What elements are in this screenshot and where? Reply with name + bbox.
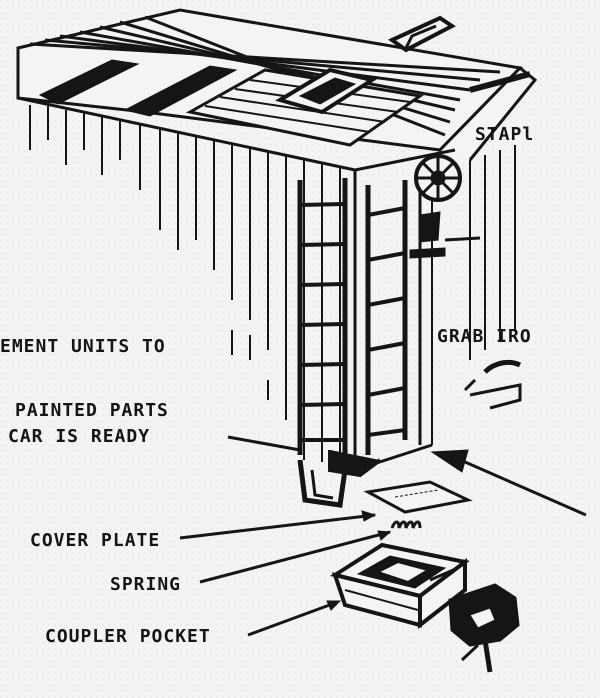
callout-labels: STAPl GRAB IRO EMENT UNITS TO PAINTED PA… <box>0 124 534 647</box>
leader-lines <box>179 435 587 662</box>
label-staple: STAPl <box>475 124 534 145</box>
spring-part <box>390 520 422 529</box>
label-grab-iron: GRAB IRO <box>437 326 532 347</box>
cover-plate-part <box>363 480 473 514</box>
coupler-pocket-part <box>329 542 470 630</box>
label-coupler-pocket: COUPLER POCKET <box>45 626 211 647</box>
label-painted-parts: PAINTED PARTS <box>15 400 169 421</box>
label-units: EMENT UNITS TO <box>0 336 166 357</box>
car-side-wall <box>17 96 356 468</box>
label-car-ready: CAR IS READY <box>8 426 150 447</box>
arrow-icon <box>430 449 469 473</box>
label-cover-plate: COVER PLATE <box>30 530 160 551</box>
car-roof <box>16 8 538 161</box>
coupler-knuckle-part <box>448 583 520 673</box>
car-end-wall <box>297 145 522 508</box>
label-spring: SPRING <box>110 574 181 595</box>
